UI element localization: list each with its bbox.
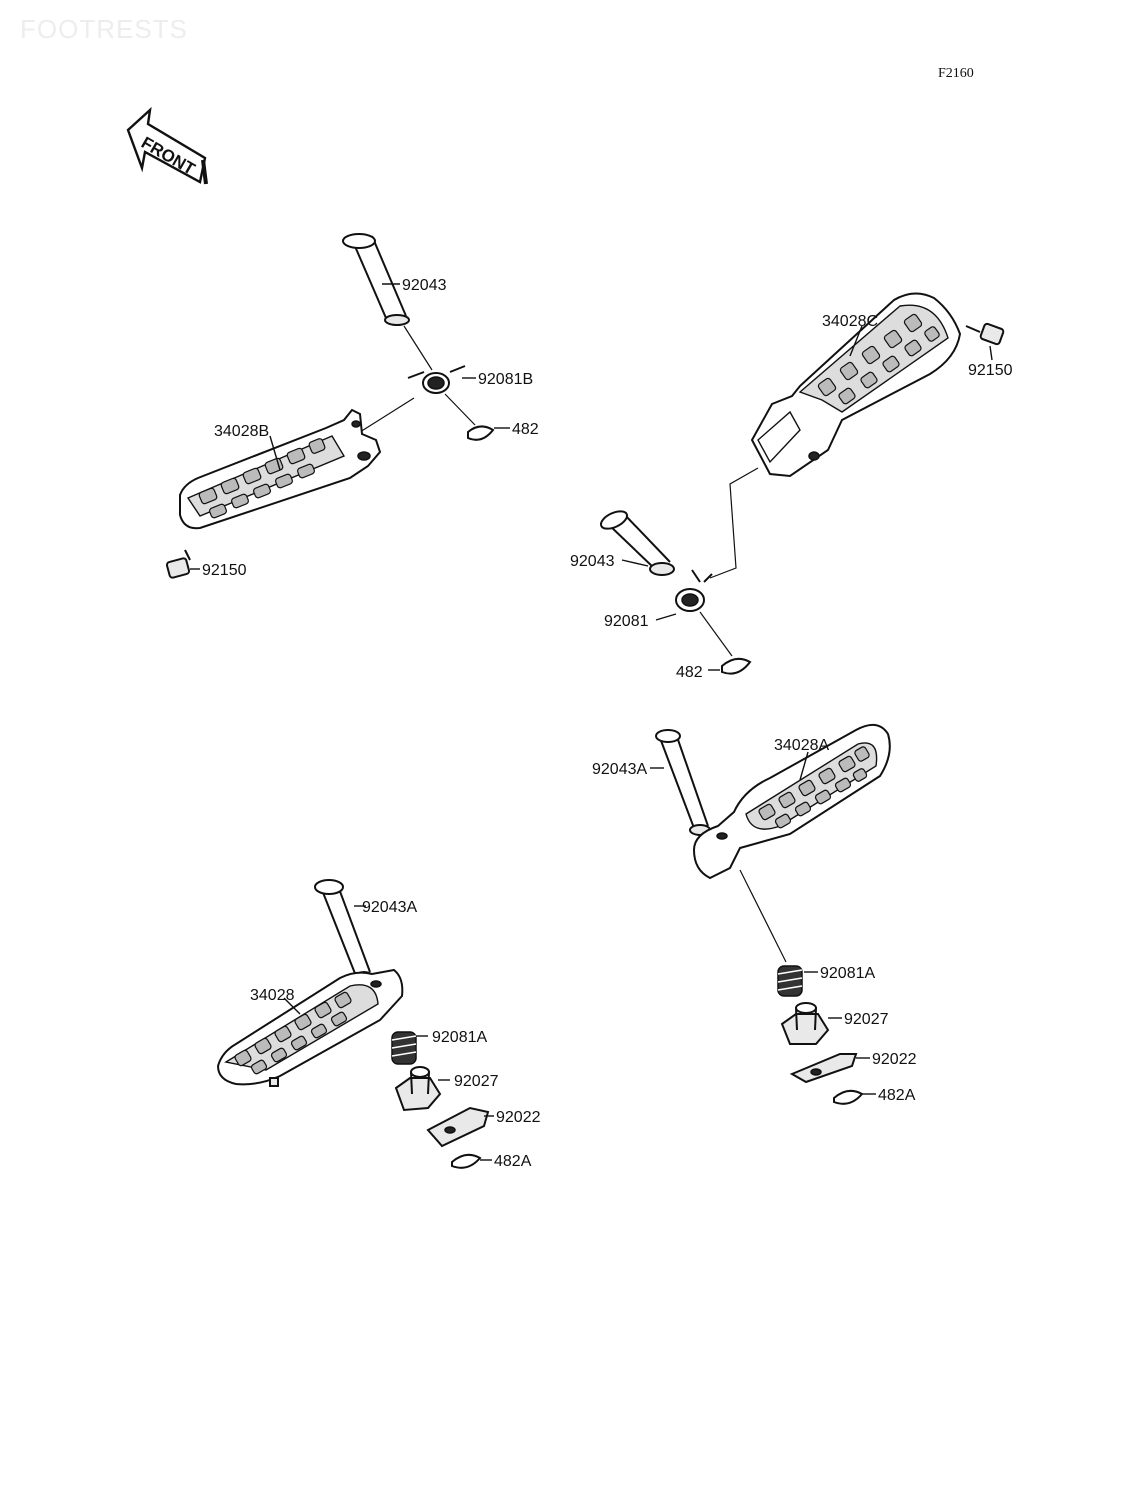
label-92081a-c: 92081A bbox=[432, 1029, 487, 1046]
clip-482-b bbox=[721, 657, 752, 675]
spring-92081a-c bbox=[391, 1031, 417, 1065]
bolt-92150-b bbox=[965, 322, 1005, 346]
pin-92043a-d bbox=[655, 729, 711, 836]
label-92150-b: 92150 bbox=[968, 362, 1013, 379]
pin-92043a-c bbox=[314, 879, 373, 981]
clip-482a-c bbox=[451, 1153, 482, 1169]
front-arrow-icon: FRONT bbox=[126, 106, 208, 185]
label-482-a: 482 bbox=[512, 421, 539, 438]
plate-92022-d bbox=[789, 1053, 858, 1084]
spring-92081 bbox=[675, 569, 713, 612]
label-92081a-d: 92081A bbox=[820, 965, 875, 982]
label-92027-d: 92027 bbox=[844, 1011, 889, 1028]
label-92027-c: 92027 bbox=[454, 1073, 499, 1090]
footrest-34028c bbox=[750, 292, 962, 478]
label-34028: 34028 bbox=[250, 987, 295, 1004]
label-92043-a: 92043 bbox=[402, 277, 447, 294]
clip-482a-d bbox=[833, 1089, 864, 1105]
label-92022-c: 92022 bbox=[496, 1109, 541, 1126]
watermark-title: FOOTRESTS bbox=[20, 14, 188, 44]
footrest-assembly-b: 34028C 92150 92043 92081 482 bbox=[570, 292, 1013, 681]
spring-92081b bbox=[407, 365, 466, 394]
label-34028c: 34028C bbox=[822, 313, 878, 330]
label-92081: 92081 bbox=[604, 613, 649, 630]
clip-482-a bbox=[467, 425, 495, 441]
plate-92022-c bbox=[426, 1106, 490, 1148]
label-34028a: 34028A bbox=[774, 737, 829, 754]
label-92081b: 92081B bbox=[478, 371, 533, 388]
label-34028b: 34028B bbox=[214, 423, 269, 440]
footrest-assembly-c: 92043A 34028 92081A 92027 92022 482A bbox=[216, 879, 541, 1170]
label-92150-a: 92150 bbox=[202, 562, 247, 579]
label-92043-b: 92043 bbox=[570, 553, 615, 570]
spring-92081a-d bbox=[777, 965, 803, 997]
label-92043a-d: 92043A bbox=[592, 761, 647, 778]
label-92022-d: 92022 bbox=[872, 1051, 917, 1068]
footrest-34028a bbox=[692, 723, 891, 880]
footrest-assembly-a: 92043 92081B 482 34028B 92150 bbox=[165, 233, 539, 579]
stopper-92027-d bbox=[780, 1002, 830, 1045]
stopper-92027-c bbox=[394, 1066, 442, 1112]
pin-92043-b bbox=[599, 510, 675, 576]
footrest-34028 bbox=[216, 968, 404, 1087]
label-482a-d: 482A bbox=[878, 1087, 916, 1104]
pin-92043-a bbox=[342, 233, 410, 326]
label-482-b: 482 bbox=[676, 664, 703, 681]
figure-code: F2160 bbox=[938, 66, 974, 81]
footrest-assembly-d: 92043A 34028A 92081A 92027 92022 482A bbox=[592, 723, 917, 1105]
label-482a-c: 482A bbox=[494, 1153, 532, 1170]
bolt-92150-a bbox=[165, 549, 191, 579]
label-92043a-c: 92043A bbox=[362, 899, 417, 916]
